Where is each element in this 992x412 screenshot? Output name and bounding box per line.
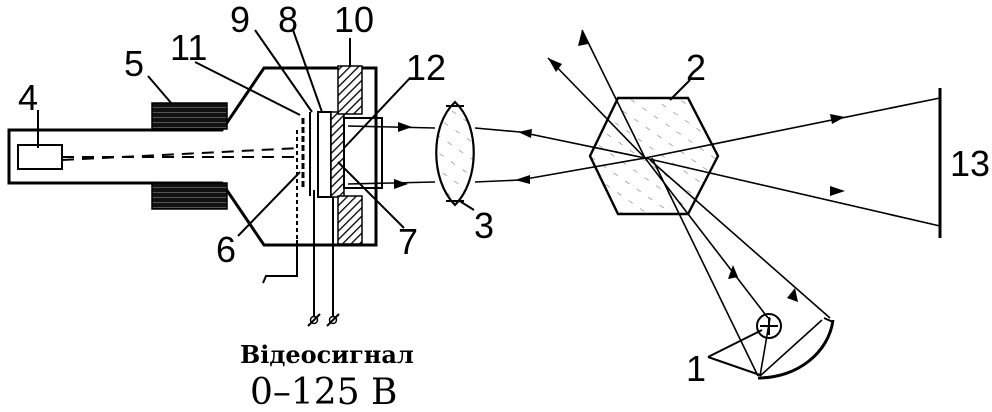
- electron-beam: [61, 147, 301, 161]
- light-rays: [347, 29, 941, 377]
- support-block-top-10: [337, 65, 363, 115]
- focusing-coil-bottom-5: [151, 182, 228, 210]
- label-8: 8: [278, 0, 298, 40]
- lens-3: [435, 100, 475, 207]
- focusing-coil-top-5: [151, 102, 228, 130]
- label-2: 2: [686, 47, 706, 88]
- label-6: 6: [216, 229, 236, 270]
- support-block-bottom-10: [337, 195, 363, 245]
- cathode-4: [17, 144, 63, 170]
- video-signal-caption: Відеосигнал: [240, 340, 414, 369]
- label-12: 12: [406, 47, 446, 88]
- label-1: 1: [686, 348, 706, 389]
- label-9: 9: [230, 0, 250, 40]
- label-4: 4: [18, 77, 38, 118]
- leader-lines: [37, 29, 763, 376]
- ray-arrowheads: [394, 30, 845, 302]
- voltage-range-caption: 0–125 В: [250, 372, 398, 412]
- label-5: 5: [124, 43, 144, 84]
- photoconductive-layer-7: [330, 111, 345, 198]
- signal-plate-8: [317, 111, 332, 198]
- label-3: 3: [474, 205, 494, 246]
- label-13: 13: [950, 143, 990, 184]
- label-7: 7: [398, 221, 418, 262]
- label-10: 10: [334, 0, 374, 40]
- label-11: 11: [170, 27, 207, 68]
- tube-body: [7, 66, 378, 247]
- signal-wires: [262, 190, 340, 327]
